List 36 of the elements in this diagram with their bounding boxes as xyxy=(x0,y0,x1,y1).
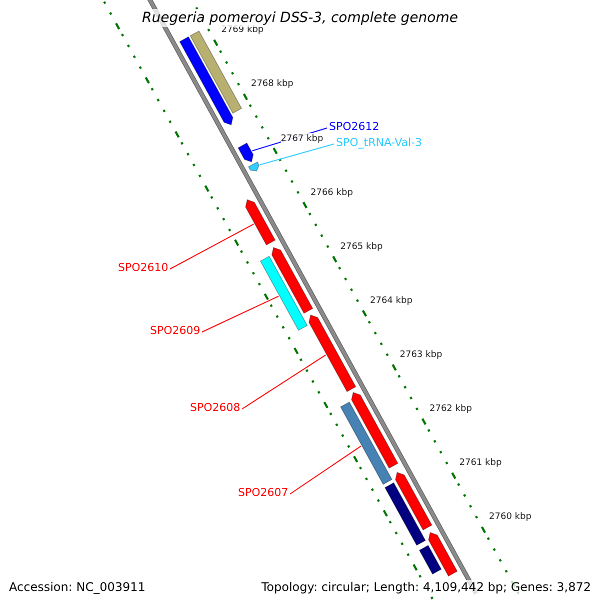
gene-label: SPO2609 xyxy=(150,325,200,337)
gene-segment xyxy=(248,161,260,172)
gene-segment xyxy=(428,532,458,577)
leader-line xyxy=(290,446,362,494)
gene-segment xyxy=(179,36,234,126)
gene-segment xyxy=(384,482,426,546)
gene-segment xyxy=(260,256,308,331)
scale-label: 2765 kbp xyxy=(340,240,383,253)
title: Ruegeria pomeroyi DSS-3, complete genome xyxy=(141,9,459,27)
gene-segment xyxy=(351,392,398,469)
scale-label: 2763 kbp xyxy=(400,349,442,362)
gene-segment xyxy=(340,402,392,485)
gene-segment xyxy=(418,544,442,575)
scale-label: 2762 kbp xyxy=(430,403,472,416)
gene-label: SPO2612 xyxy=(329,121,380,133)
leader-line xyxy=(202,296,280,332)
scale-label: 2768 kbp xyxy=(250,78,294,90)
scale-label: 2760 kbp xyxy=(489,511,532,524)
gene-label: SPO2608 xyxy=(190,402,240,414)
gene-label: SPO2607 xyxy=(238,487,288,499)
scale-label: 2761 kbp xyxy=(459,457,502,470)
gene-segment xyxy=(245,199,276,246)
leader-line xyxy=(242,354,326,410)
gene-segment xyxy=(271,246,314,314)
gene-segment xyxy=(308,314,356,392)
scale-label: 2767 kbp xyxy=(280,132,324,145)
scale-label: 2766 kbp xyxy=(310,186,353,199)
accession-text: Accession: NC_003911 xyxy=(8,580,146,595)
leader-line xyxy=(260,144,334,166)
gene-label: SPO2610 xyxy=(118,262,168,274)
gene-label: SPO_tRNA-Val-3 xyxy=(336,137,422,149)
gene-segment xyxy=(395,472,432,530)
gene-segment xyxy=(238,142,254,162)
leader-line xyxy=(170,224,254,270)
scale-label: 2764 kbp xyxy=(370,294,412,307)
genome-summary-text: Topology: circular; Length: 4,109,442 bp; Genes: 3,872 xyxy=(260,580,592,595)
